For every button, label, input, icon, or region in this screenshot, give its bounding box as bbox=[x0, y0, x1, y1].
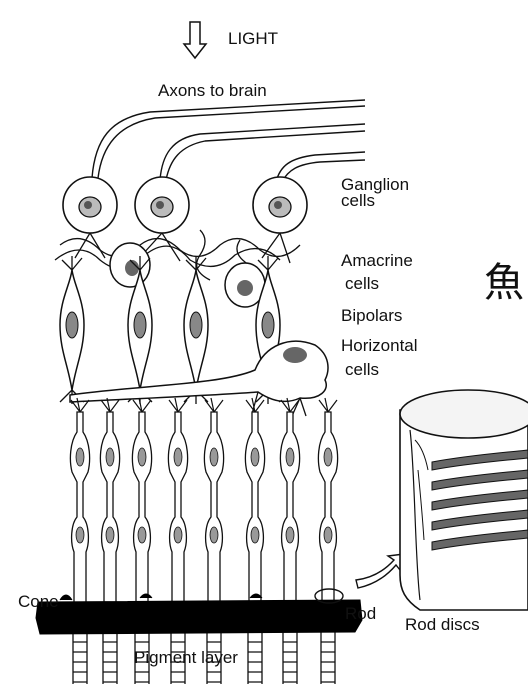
cone-label: Cone bbox=[18, 593, 59, 610]
side-glyph: 魚 bbox=[484, 250, 524, 308]
rod-discs-label: Rod discs bbox=[405, 616, 480, 633]
enlarge-arrow-icon bbox=[356, 554, 404, 588]
ganglion-cells bbox=[63, 177, 307, 233]
horizontal-label-line2: cells bbox=[345, 361, 379, 378]
ganglion-label-line2: cells bbox=[341, 192, 375, 209]
rod-disc-cylinder bbox=[400, 390, 528, 610]
amacrine-label-line2: cells bbox=[345, 275, 379, 292]
bipolars-label: Bipolars bbox=[341, 307, 402, 324]
axons bbox=[92, 100, 365, 182]
horizontal-label-line1: Horizontal bbox=[341, 337, 418, 354]
down-arrow-icon bbox=[184, 22, 206, 58]
amacrine-label-line1: Amacrine bbox=[341, 252, 413, 269]
photoreceptors bbox=[70, 398, 337, 684]
pigment-layer-label: Pigment layer bbox=[134, 649, 238, 666]
axons-label: Axons to brain bbox=[158, 82, 267, 99]
rod-label: Rod bbox=[345, 605, 376, 622]
light-label: LIGHT bbox=[228, 30, 278, 47]
